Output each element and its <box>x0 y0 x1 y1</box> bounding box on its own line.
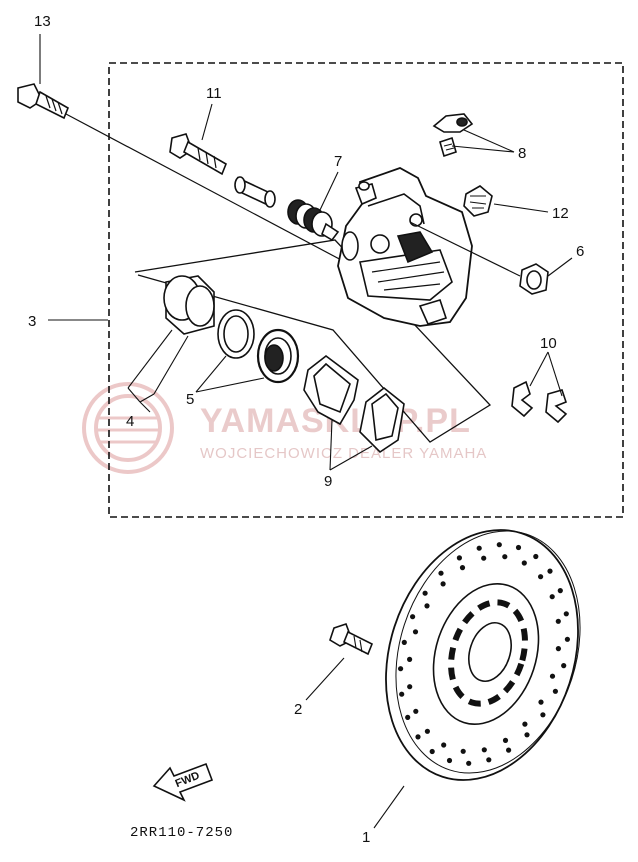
drill-hole <box>506 747 512 753</box>
callout-5: 5 <box>186 391 194 408</box>
drill-hole <box>407 684 413 690</box>
drill-hole <box>540 712 546 718</box>
drill-hole <box>410 614 416 620</box>
drill-hole <box>441 742 447 748</box>
watermark: YAMASKLEP.PL WOJCIECHOWICZ DEALER YAMAHA <box>82 382 487 474</box>
drill-hole <box>456 555 462 561</box>
drill-hole <box>496 542 502 548</box>
bleeder-screw-8 <box>439 136 457 158</box>
callout-2: 2 <box>294 701 302 718</box>
pad-kit-outline <box>134 239 492 443</box>
callout-9: 9 <box>324 473 332 490</box>
drill-hole <box>552 688 559 694</box>
plug-12 <box>463 185 493 217</box>
callout-12: 12 <box>552 205 569 222</box>
drill-hole <box>424 603 430 609</box>
drill-hole <box>555 646 562 652</box>
brake-pad-9b <box>359 386 405 454</box>
caliper-assembly-box <box>108 62 624 518</box>
drill-hole <box>459 565 466 571</box>
drill-hole <box>524 732 530 738</box>
callout-3: 3 <box>28 313 36 330</box>
drill-hole <box>549 673 556 679</box>
drill-hole <box>438 570 444 576</box>
bolt-11 <box>169 133 227 176</box>
spring-boot-7 <box>287 199 340 242</box>
callout-1: 1 <box>362 829 370 846</box>
callout-6: 6 <box>576 243 584 260</box>
drill-hole <box>538 574 544 580</box>
callout-13: 13 <box>34 13 51 30</box>
drill-hole <box>522 721 528 727</box>
bleeder-cap-8 <box>432 113 474 133</box>
drill-hole <box>555 618 561 624</box>
drill-hole <box>440 581 446 587</box>
pad-springs-10 <box>511 380 568 424</box>
drill-hole <box>466 760 472 766</box>
drill-hole <box>405 714 411 721</box>
disc-drill-holes <box>398 542 571 766</box>
drill-hole <box>412 629 419 635</box>
drill-hole <box>515 544 522 551</box>
seal-ring-5a <box>217 309 255 359</box>
drill-hole <box>481 747 487 753</box>
drill-hole <box>424 728 430 734</box>
drill-hole <box>564 636 571 642</box>
drill-hole <box>446 757 453 764</box>
caliper-body <box>337 167 473 327</box>
drill-hole <box>502 554 508 560</box>
bolt-2 <box>329 622 374 656</box>
drill-hole <box>399 691 405 697</box>
seal-ring-5b <box>256 328 300 384</box>
brake-pad-9a <box>303 354 359 426</box>
drill-hole <box>502 737 509 744</box>
drill-hole <box>476 545 482 551</box>
brake-disc-1 <box>385 529 581 781</box>
drill-hole <box>422 590 428 596</box>
callout-8: 8 <box>518 145 526 162</box>
drill-hole <box>401 639 407 646</box>
watermark-subtitle: WOJCIECHOWICZ DEALER YAMAHA <box>200 445 487 462</box>
drill-hole <box>561 663 567 669</box>
drill-hole <box>486 757 492 763</box>
piston-4 <box>163 275 215 335</box>
drill-hole <box>547 568 553 574</box>
drill-hole <box>398 666 404 672</box>
drill-hole <box>429 748 435 755</box>
drill-hole <box>563 611 569 617</box>
plug-6 <box>409 221 549 295</box>
callout-10: 10 <box>540 335 557 352</box>
drill-hole <box>521 560 527 566</box>
part-code: 2RR110-7250 <box>130 825 233 841</box>
drill-hole <box>413 708 419 714</box>
drill-hole <box>533 553 539 560</box>
drill-hole <box>407 656 413 663</box>
drill-hole <box>415 734 421 740</box>
drill-hole <box>549 594 555 600</box>
bolt-13 <box>17 83 346 263</box>
leader-lines <box>39 34 573 829</box>
callout-7: 7 <box>334 153 342 170</box>
callout-labels: 13 11 7 8 12 6 10 3 4 5 9 2 1 2RR110-725… <box>28 13 584 846</box>
drill-hole <box>538 699 544 705</box>
callout-11: 11 <box>206 85 222 102</box>
callout-4: 4 <box>126 413 134 430</box>
drill-hole <box>460 748 466 754</box>
drill-hole <box>481 555 487 561</box>
drill-hole <box>557 588 563 594</box>
pin-sleeve <box>234 176 276 208</box>
forward-arrow: FWD <box>152 762 214 802</box>
watermark-logo <box>82 382 174 474</box>
